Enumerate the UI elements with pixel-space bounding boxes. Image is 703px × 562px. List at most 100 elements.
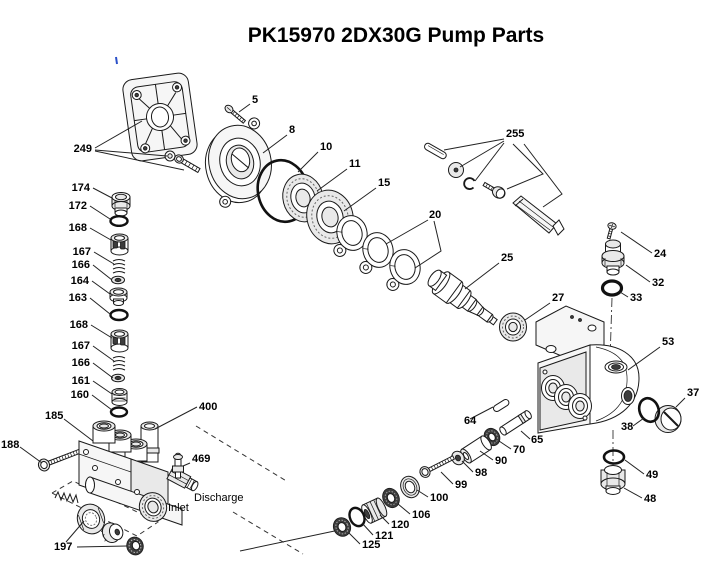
leader-line — [94, 120, 143, 149]
part-number-label: 99 — [455, 479, 467, 491]
leader-line — [469, 406, 494, 420]
leader-line — [154, 406, 198, 430]
part-number-label: 400 — [199, 401, 217, 413]
part-38-oring — [637, 396, 661, 424]
part-number-label: 167 — [73, 246, 91, 258]
leader-line — [92, 264, 113, 281]
leader-line — [94, 150, 185, 171]
leader-line — [91, 280, 111, 295]
part-number-label: 90 — [495, 455, 507, 467]
leader-line — [89, 205, 111, 220]
part-48-plug — [600, 465, 626, 495]
leader-line — [385, 219, 429, 245]
part-number-label: 11 — [349, 158, 361, 170]
leader-line — [92, 345, 115, 362]
part-number-label: 5 — [252, 94, 258, 106]
part-number-label: 65 — [531, 434, 543, 446]
leader-line — [92, 362, 114, 379]
leader-line — [414, 220, 442, 269]
part-160-oring — [109, 406, 129, 418]
leader-line — [464, 262, 500, 290]
leader-line — [94, 149, 168, 157]
leader-line — [316, 168, 348, 192]
part-125-retainer — [332, 517, 352, 537]
part-188-bolt — [37, 448, 82, 472]
leader-line — [619, 291, 629, 298]
part-number-label: 166 — [72, 259, 90, 271]
leader-line — [297, 151, 319, 173]
leader-line — [348, 532, 361, 545]
leader-line — [379, 514, 390, 525]
leader-line — [524, 302, 551, 321]
part-33-oring — [600, 279, 624, 297]
labels-layer: 2491741721681671661641631681671661611601… — [1, 94, 699, 553]
part-163-oring — [109, 308, 129, 322]
port-text-label: Discharge — [194, 492, 244, 504]
leader-line — [474, 142, 505, 182]
leader-line — [416, 489, 429, 498]
construction-lines — [50, 297, 614, 555]
part-32-plug — [601, 239, 625, 276]
part-number-label: 163 — [69, 292, 87, 304]
part-164-valve — [109, 287, 128, 306]
part-number-label: 166 — [72, 357, 90, 369]
part-24-screw — [606, 222, 617, 240]
leader-line — [89, 297, 111, 315]
part-number-label: 120 — [391, 519, 409, 531]
part-number-label: 125 — [362, 539, 380, 551]
part-27-bearing — [499, 312, 527, 342]
leader-line — [498, 440, 512, 450]
leader-line — [506, 143, 544, 190]
part-469-valve — [172, 452, 184, 479]
part-number-label: 188 — [1, 439, 19, 451]
leader-line — [89, 227, 112, 241]
leader-line — [623, 487, 643, 499]
part-number-label: 24 — [654, 248, 667, 260]
page-title: PK15970 2DX30G Pump Parts — [248, 24, 544, 47]
leader-line — [65, 520, 85, 543]
part-number-label: 255 — [506, 128, 524, 140]
part-number-label: 64 — [464, 415, 477, 427]
part-37-plug — [654, 405, 682, 433]
leader-line — [624, 459, 645, 475]
part-number-label: 70 — [513, 444, 525, 456]
part-number-label: 27 — [552, 292, 564, 304]
leader-line — [92, 380, 113, 395]
part-100-ring — [400, 475, 420, 499]
part-number-label: 15 — [378, 177, 390, 189]
part-249-mounting-flange — [122, 72, 198, 162]
part-number-label: 49 — [646, 469, 658, 481]
part-number-label: 20 — [429, 209, 441, 221]
part-166-seat — [111, 275, 125, 285]
leader-line — [361, 522, 374, 536]
leader-line — [459, 140, 505, 168]
part-number-label: 164 — [71, 275, 90, 287]
part-number-label: 168 — [69, 222, 87, 234]
part-5-screw — [224, 104, 247, 124]
part-168-valve-cage — [110, 233, 129, 256]
leader-line — [461, 460, 474, 473]
leader-line — [620, 231, 653, 254]
part-number-label: 121 — [375, 530, 393, 542]
leader-line — [397, 503, 411, 515]
part-number-label: 10 — [320, 141, 332, 153]
leader-line — [675, 397, 686, 408]
leader-line — [443, 138, 505, 151]
part-99-bolt — [419, 455, 456, 478]
leader-line — [19, 446, 43, 464]
part-49-oring — [602, 449, 626, 465]
part-53-crankcase — [523, 305, 640, 434]
part-number-label: 197 — [54, 541, 72, 553]
part-167-spring — [112, 356, 126, 371]
part-172-oring — [109, 214, 129, 227]
part-120-packing — [361, 497, 388, 524]
part-number-label: 161 — [72, 375, 90, 387]
leader-line — [91, 394, 113, 411]
part-number-label: 37 — [687, 387, 699, 399]
leader-line — [90, 324, 113, 339]
part-20-connecting-rod — [386, 249, 421, 291]
part-number-label: 167 — [72, 340, 90, 352]
part-number-label: 38 — [621, 421, 633, 433]
leader-line — [63, 418, 94, 442]
leader-line — [625, 264, 651, 283]
